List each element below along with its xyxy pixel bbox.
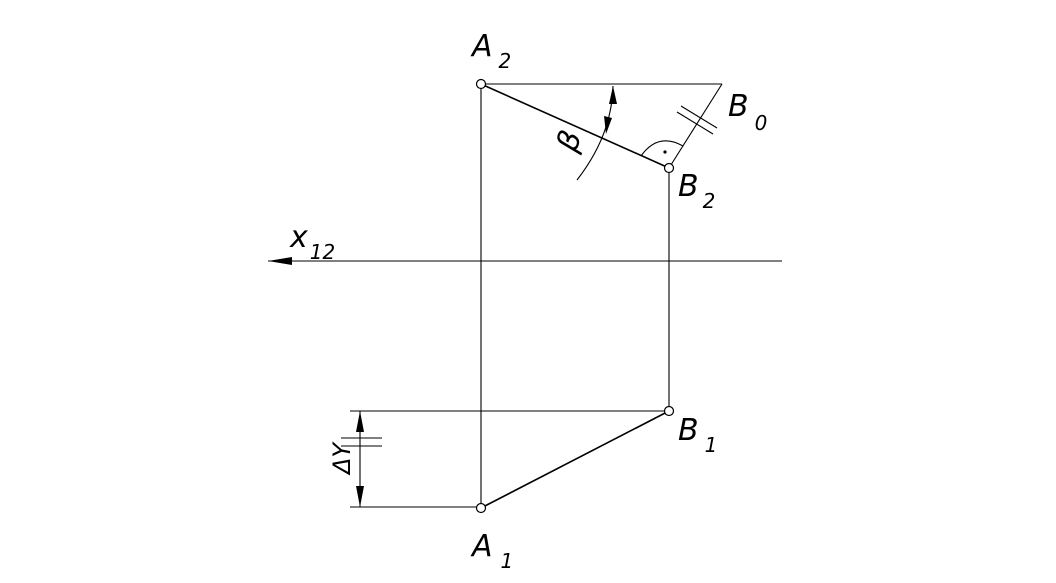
segment-a1-b1 (480, 410, 670, 509)
equal-mark-1 (676, 111, 714, 135)
b2-b0-line (668, 83, 723, 169)
beta-label: β (550, 126, 590, 157)
segment-a2-b2 (480, 83, 670, 169)
point-b2 (663, 162, 675, 174)
beta-angle-arc (576, 85, 614, 181)
point-a1 (475, 502, 487, 514)
point-a2 (475, 78, 487, 90)
delta-y-arrow-top-icon (356, 411, 364, 432)
right-angle-dot (663, 150, 667, 154)
beta-arrow-top-icon (609, 86, 617, 104)
delta-y-label: ΔY (328, 441, 356, 476)
delta-y-arrow-bottom-icon (356, 486, 364, 507)
axis-arrow-icon (268, 257, 292, 265)
point-b1 (663, 405, 675, 417)
right-angle-arc (640, 140, 684, 157)
beta-arrow-bottom-icon (604, 116, 612, 134)
x12-axis (268, 257, 782, 265)
equal-mark-2 (680, 105, 718, 129)
